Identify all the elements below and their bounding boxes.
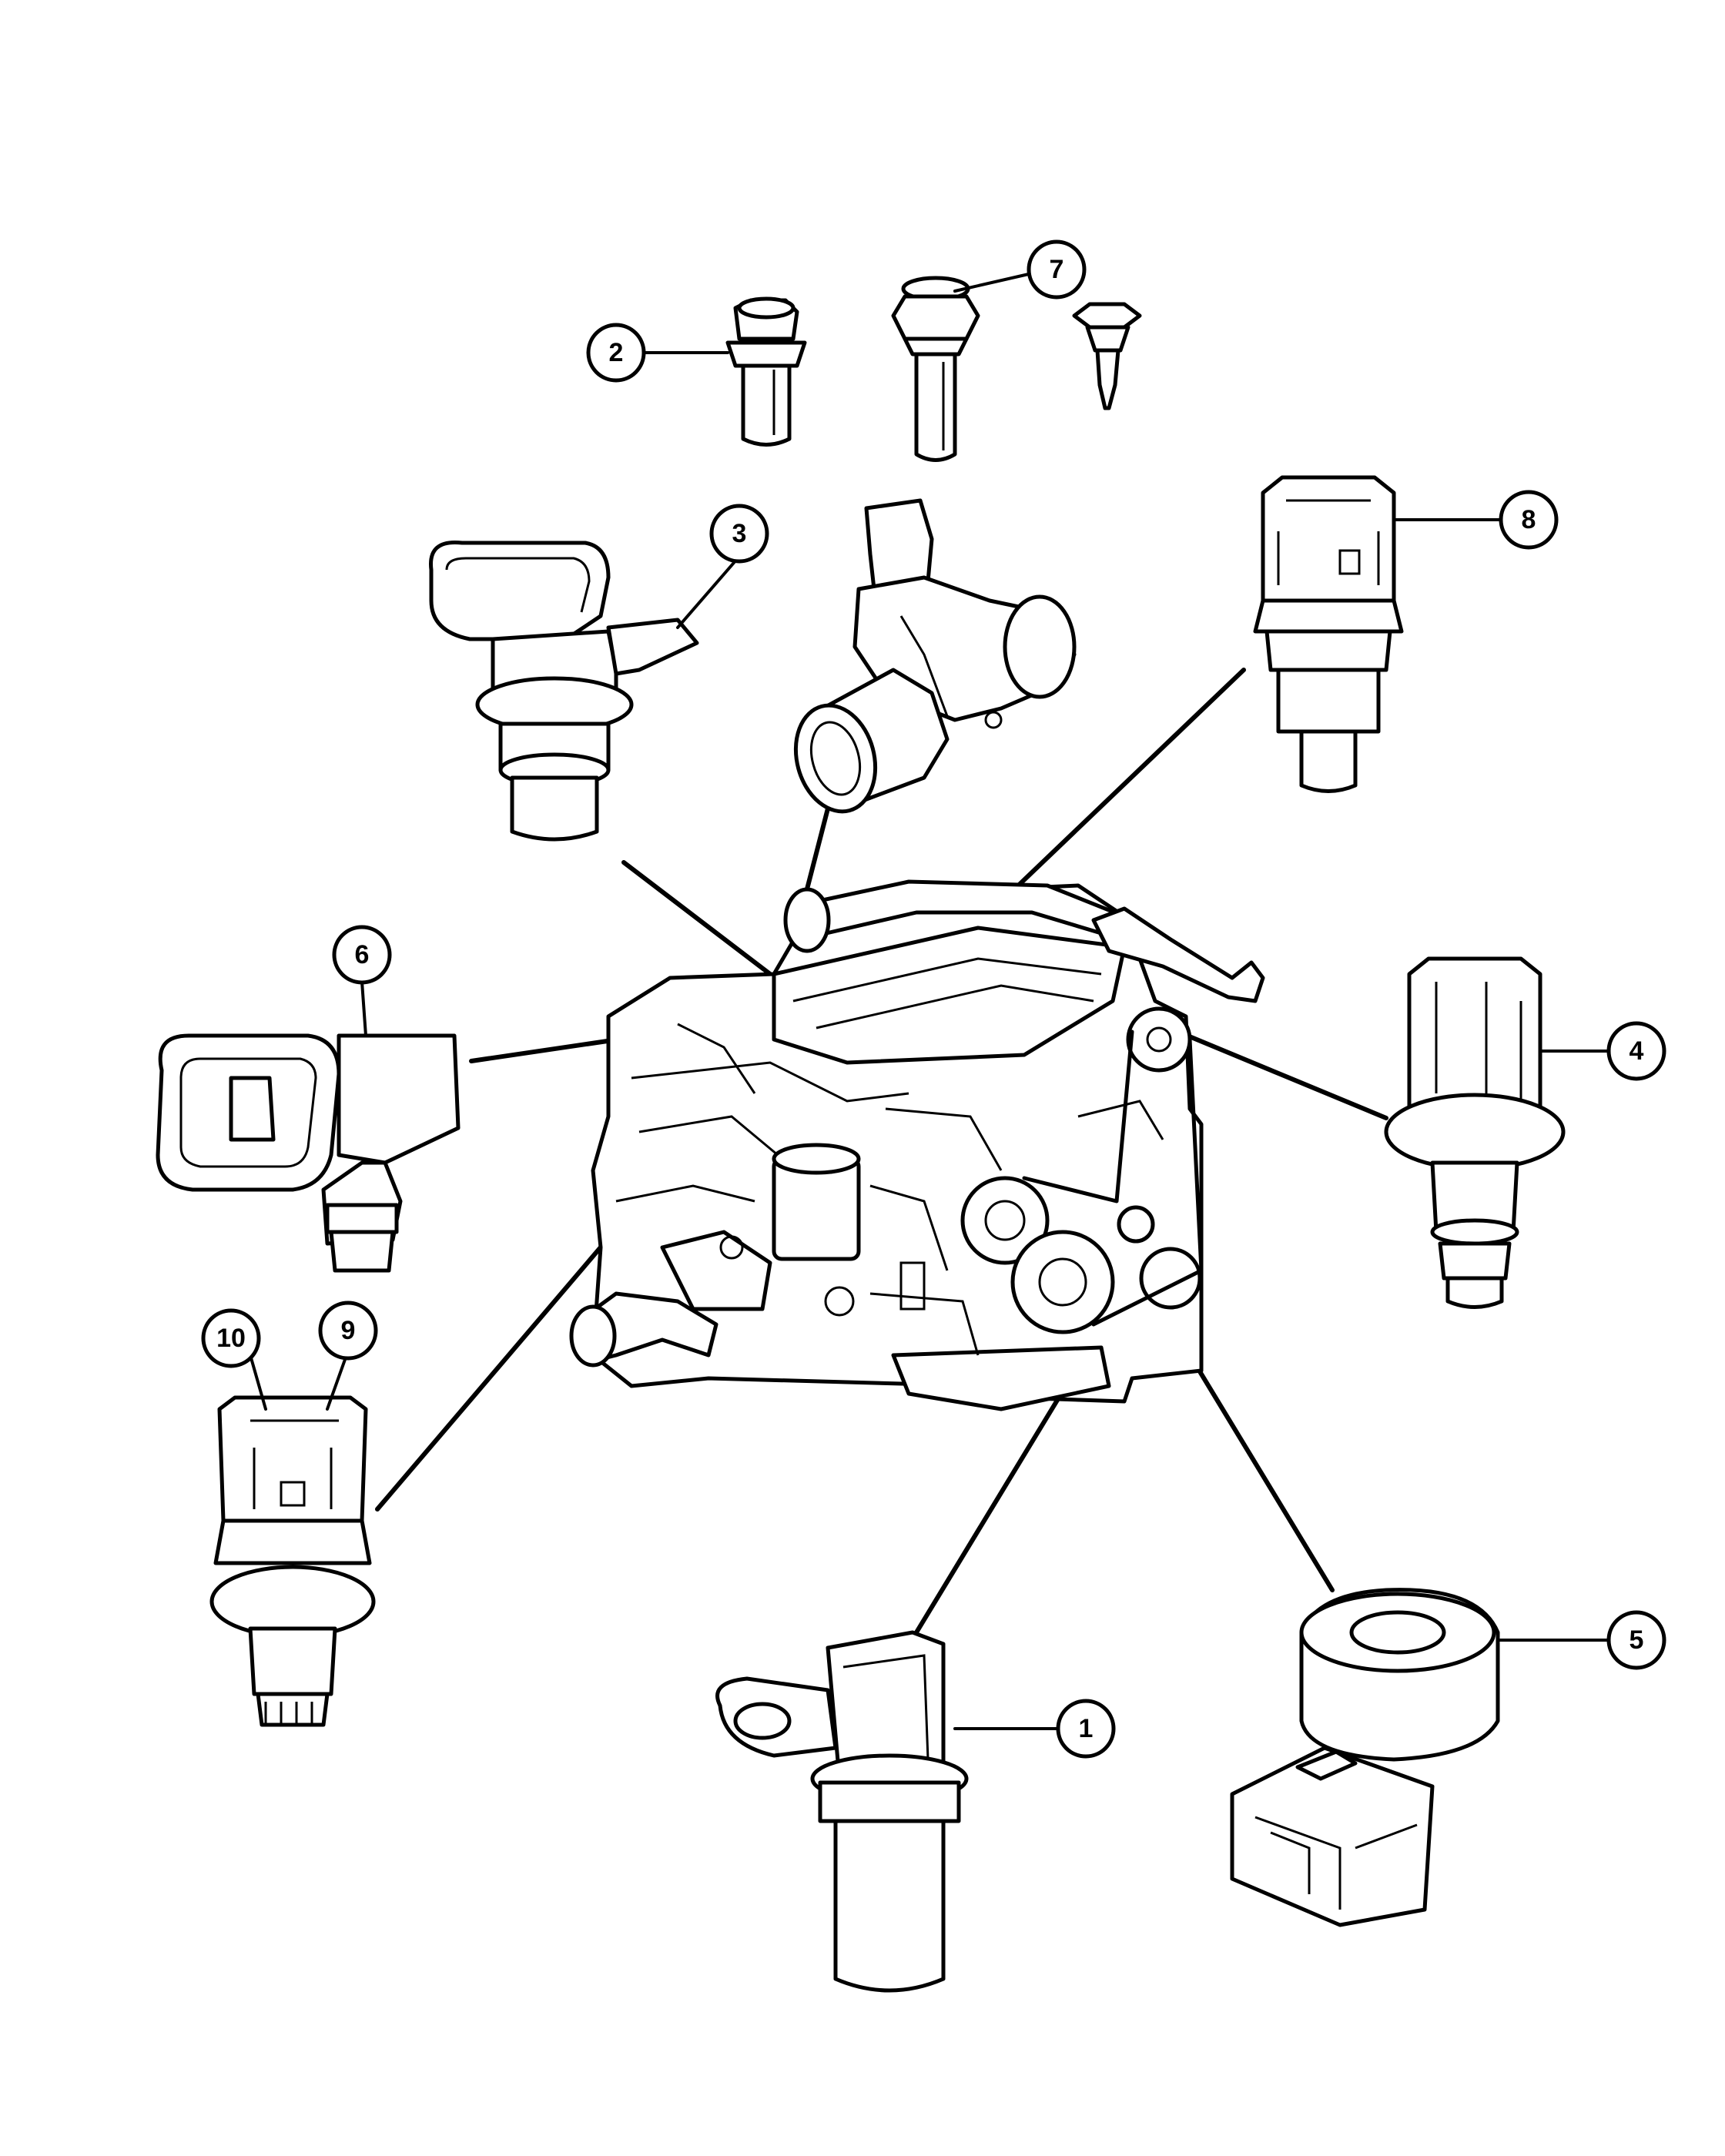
crankshaft-position-sensor [715,1630,969,1993]
callout-1: 1 [1056,1699,1116,1759]
coolant-temperature-sensor [1384,956,1566,1309]
callout-5: 5 [1606,1610,1666,1670]
map-sensor [156,1033,461,1273]
temperature-sensor-assembly [209,1395,376,1727]
callout-3: 3 [709,504,769,564]
callout-leaders [249,272,1611,1730]
callout-7: 7 [1027,239,1087,300]
callout-10-label: 10 [216,1324,246,1353]
callout-2-label: 2 [609,338,624,367]
callout-10: 10 [201,1308,261,1368]
callout-4: 4 [1606,1021,1666,1081]
knock-sensor [1230,1588,1500,1927]
callout-7-label: 7 [1050,255,1064,284]
callout-9-label: 9 [341,1316,356,1345]
throttle-body [793,498,1077,814]
callout-8-label: 8 [1522,505,1536,534]
sensor-bolt [725,296,807,447]
callout-5-label: 5 [1630,1625,1644,1655]
knock-sensor-bolt [891,276,980,462]
callout-1-label: 1 [1079,1714,1094,1743]
callout-9: 9 [318,1301,378,1361]
camshaft-position-sensor [429,540,699,842]
callout-3-label: 3 [732,519,747,548]
callout-8: 8 [1499,490,1559,550]
engine-assembly [569,879,1265,1411]
callout-4-label: 4 [1630,1036,1644,1066]
oil-pressure-switch [1253,475,1404,793]
callout-6: 6 [332,925,392,985]
push-pin-fastener [1072,302,1142,410]
callout-2: 2 [586,323,646,383]
callout-6-label: 6 [355,940,370,969]
